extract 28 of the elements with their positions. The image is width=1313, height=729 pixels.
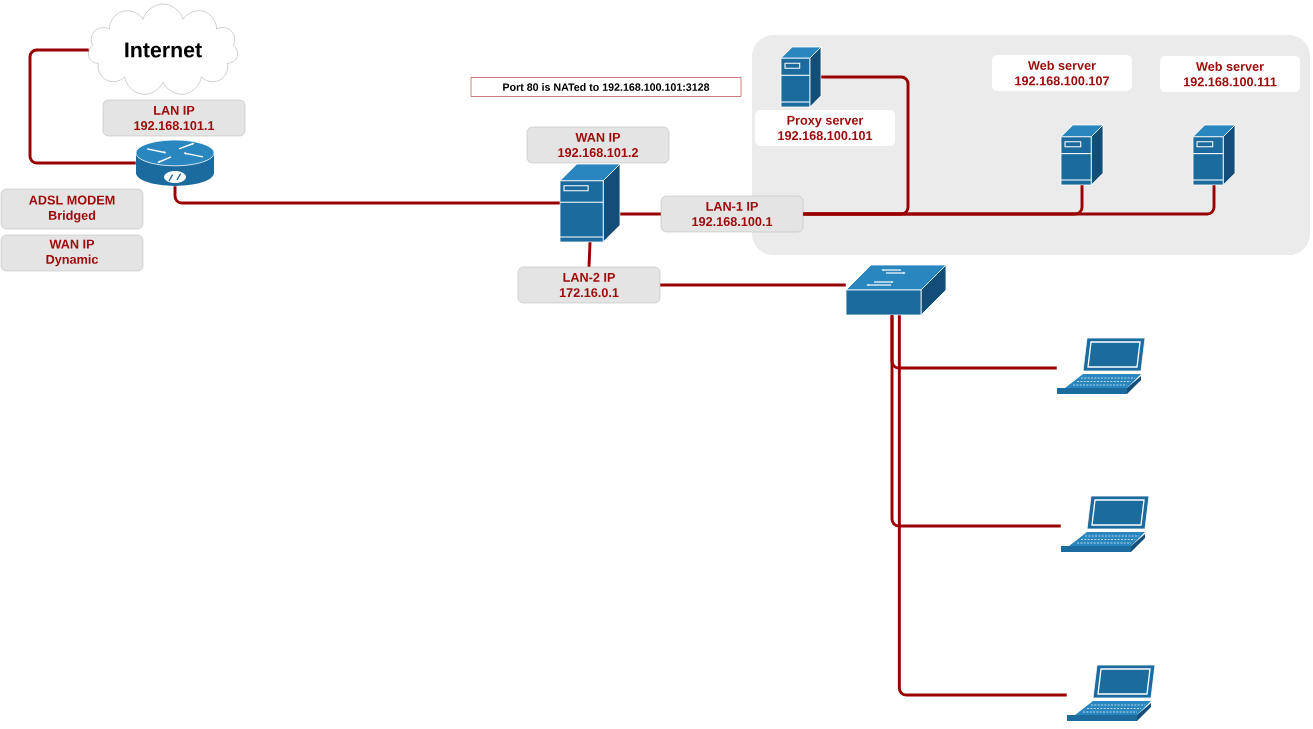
cloud: Internet — [88, 3, 238, 95]
ip-label-box: WAN IP Dynamic — [0, 234, 144, 272]
network-cable — [660, 283, 846, 287]
laptop-icon — [1057, 337, 1146, 394]
laptop-icon — [1061, 495, 1150, 552]
server-label: Web server 192.168.100.111 — [1160, 56, 1300, 92]
laptop-icon — [1067, 664, 1156, 721]
network-cable — [897, 315, 1067, 697]
network-cable — [173, 186, 560, 205]
ip-label-box: LAN-1 IP 192.168.100.1 — [660, 195, 804, 233]
ip-label-box: ADSL MODEM Bridged — [0, 188, 144, 230]
ip-label-box: LAN IP 192.168.101.1 — [102, 99, 246, 137]
switch-icon — [845, 264, 947, 316]
server-icon — [780, 46, 822, 108]
network-cable — [890, 315, 1061, 528]
network-cable — [803, 185, 1216, 216]
network-cable — [28, 48, 136, 165]
note-box: Port 80 is NATed to 192.168.100.101:3128 — [470, 77, 742, 97]
server-icon — [1192, 124, 1236, 186]
network-cable — [587, 242, 592, 267]
ip-label-box: LAN-2 IP 172.16.0.1 — [517, 266, 661, 304]
server-icon — [1060, 124, 1104, 186]
server-label: Web server 192.168.100.107 — [992, 55, 1132, 91]
server-label: Proxy server 192.168.100.101 — [755, 110, 895, 146]
network-cable — [620, 212, 661, 216]
server-icon — [559, 163, 621, 243]
ip-label-box: WAN IP 192.168.101.2 — [526, 126, 670, 164]
router-icon — [135, 139, 215, 186]
